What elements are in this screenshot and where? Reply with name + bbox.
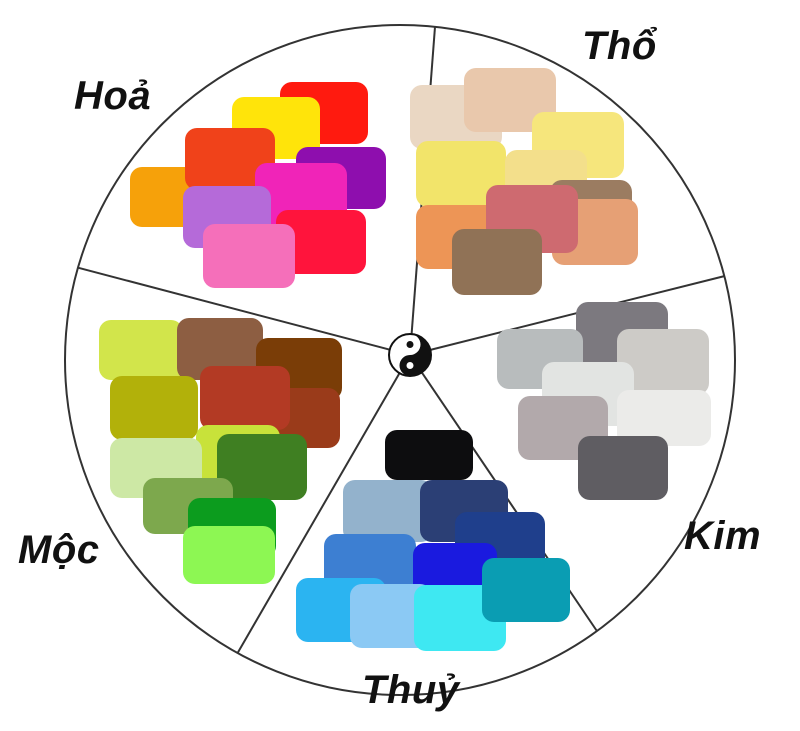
swatch-group-2	[410, 68, 638, 295]
color-swatch	[385, 430, 473, 480]
swatch-group-4	[296, 430, 570, 651]
color-swatch	[276, 210, 366, 274]
color-swatch	[200, 366, 290, 430]
swatch-group-5	[99, 318, 342, 584]
color-swatch	[177, 318, 263, 380]
element-label-moc: Mộc	[18, 528, 100, 572]
yin-yang-icon	[388, 333, 432, 377]
color-swatch	[183, 526, 275, 584]
color-swatch	[99, 320, 183, 380]
divider-line-5	[77, 266, 411, 356]
color-swatch	[350, 584, 432, 648]
color-swatch	[185, 128, 275, 190]
color-swatch	[578, 436, 668, 500]
color-swatch	[203, 224, 295, 288]
element-label-tho: Thổ	[582, 24, 657, 68]
color-swatches	[99, 68, 711, 651]
divider-line-4	[236, 354, 411, 654]
swatch-group-3	[497, 302, 711, 500]
color-swatch	[617, 329, 709, 395]
swatch-group-1	[130, 82, 386, 288]
color-swatch	[452, 229, 542, 295]
color-swatch	[464, 68, 556, 132]
color-swatch	[416, 141, 506, 207]
color-swatch	[255, 163, 347, 225]
element-label-kim: Kim	[684, 514, 762, 558]
color-swatch	[343, 480, 433, 542]
element-label-hoa: Hoả	[74, 74, 152, 118]
element-label-thuy: Thuỷ	[362, 668, 460, 712]
color-swatch	[617, 390, 711, 446]
divider-line-2	[409, 275, 725, 356]
color-swatch	[110, 376, 198, 440]
color-swatch	[217, 434, 307, 500]
color-swatch	[482, 558, 570, 622]
